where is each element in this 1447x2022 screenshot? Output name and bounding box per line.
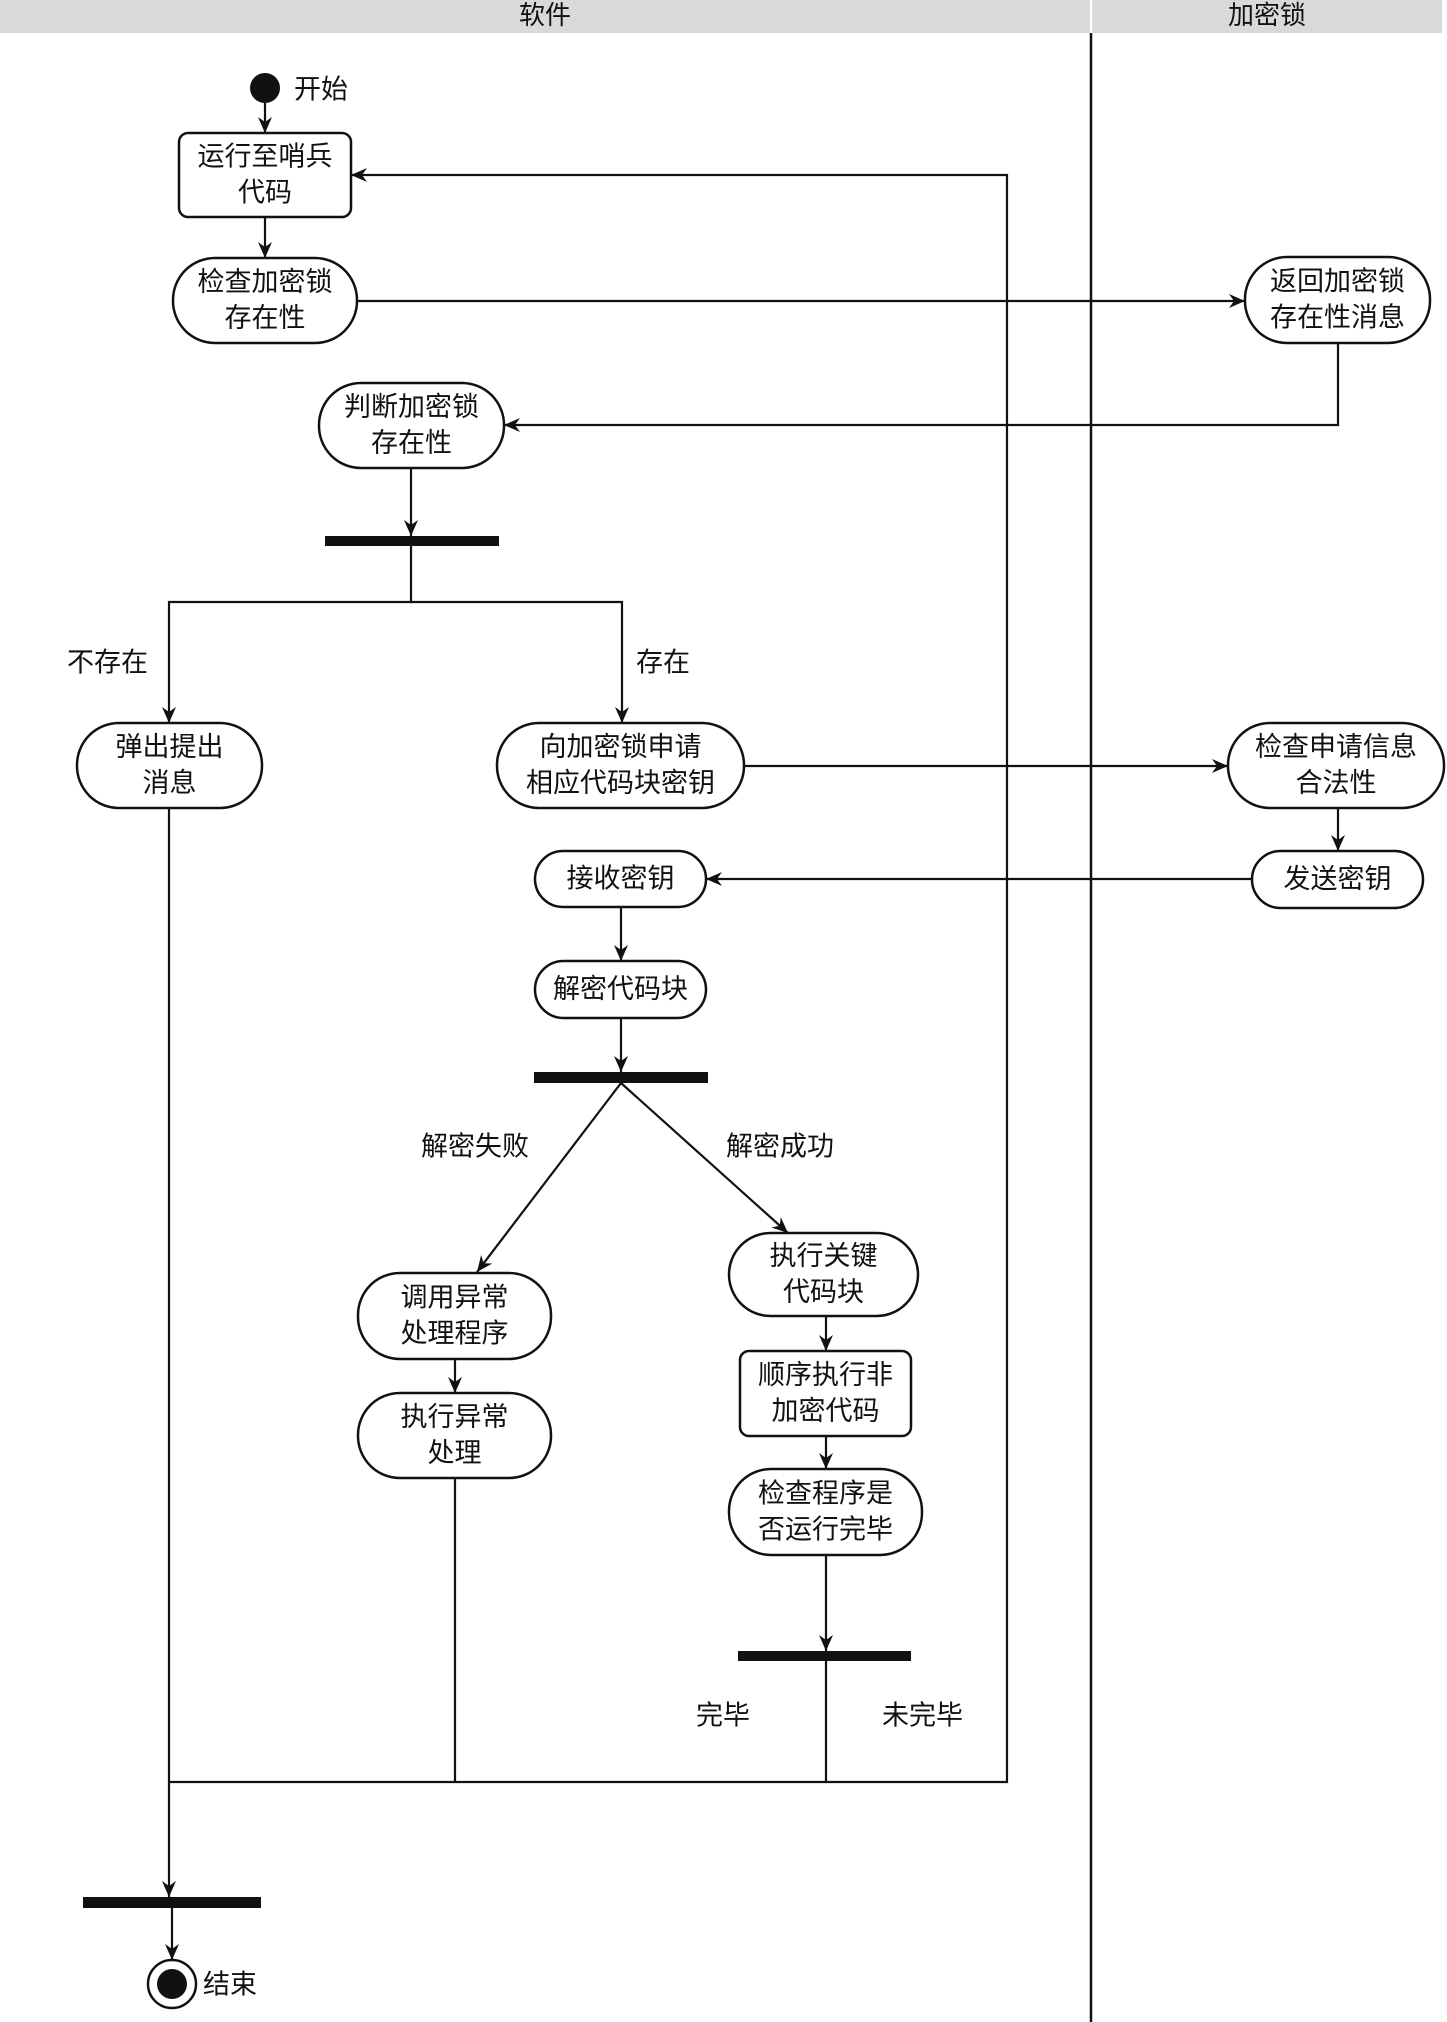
node-label-line: 调用异常 bbox=[401, 1283, 509, 1314]
node-label-line: 存在性 bbox=[225, 303, 306, 334]
node-label-line: 存在性消息 bbox=[1270, 303, 1405, 334]
node-label-line: 发送密钥 bbox=[1284, 864, 1392, 895]
activity-rect-shape bbox=[177, 131, 353, 219]
node-label-line: 运行至哨兵 bbox=[198, 142, 333, 173]
node-label-line: 执行关键 bbox=[770, 1241, 878, 1272]
node-label-line: 处理 bbox=[428, 1438, 482, 1469]
flow-decrypt-ok bbox=[620, 1082, 789, 1234]
flow-merge-and-loop-back bbox=[169, 168, 1009, 1784]
fork-bar-completion bbox=[738, 1651, 911, 1661]
activity-pill-shape bbox=[533, 849, 708, 909]
flow-fork-not-exist bbox=[162, 546, 413, 723]
node-label-line: 判断加密锁 bbox=[344, 392, 479, 423]
node-label-line: 代码块 bbox=[783, 1277, 864, 1308]
activity-pill-shape bbox=[1226, 721, 1446, 810]
node-label-line: 向加密锁申请 bbox=[540, 732, 702, 763]
node-label-line: 执行异常 bbox=[401, 1402, 509, 1433]
activity-node-decrypt-block: 解密代码块 bbox=[533, 959, 708, 1020]
activity-pill-shape bbox=[533, 959, 708, 1020]
start-node-icon bbox=[250, 73, 280, 103]
flow-fork-exist bbox=[411, 600, 629, 723]
activity-pill-shape bbox=[356, 1271, 553, 1361]
node-label-line: 加密代码 bbox=[772, 1396, 880, 1427]
node-label-line: 代码 bbox=[238, 178, 292, 209]
guard-decrypt-fail: 解密失败 bbox=[421, 1132, 529, 1163]
activity-pill-shape bbox=[171, 256, 359, 345]
activity-pill-shape bbox=[727, 1467, 924, 1557]
start-label: 开始 bbox=[294, 75, 348, 106]
node-label-line: 弹出提出 bbox=[116, 732, 224, 763]
guard-not-done: 未完毕 bbox=[882, 1701, 963, 1732]
flow-return-to-judge bbox=[504, 343, 1340, 432]
activity-pill-shape bbox=[727, 1231, 920, 1318]
node-label-line: 检查申请信息 bbox=[1255, 732, 1417, 763]
lane-header-software: 软件 bbox=[0, 0, 1090, 33]
node-label-line: 处理程序 bbox=[401, 1319, 509, 1350]
node-label-line: 检查加密锁 bbox=[198, 267, 333, 298]
end-node-core bbox=[157, 1969, 187, 1999]
guard-decrypt-ok: 解密成功 bbox=[726, 1132, 834, 1163]
guard-done: 完毕 bbox=[696, 1701, 750, 1732]
guard-exist: 存在 bbox=[636, 648, 690, 679]
node-label-line: 顺序执行非 bbox=[758, 1360, 893, 1391]
activity-node-send-key: 发送密钥 bbox=[1250, 849, 1425, 910]
flow-decrypt-fail bbox=[476, 1082, 622, 1273]
node-label-line: 检查程序是 bbox=[758, 1479, 893, 1510]
lane-title-software: 软件 bbox=[518, 1, 571, 31]
end-label: 结束 bbox=[203, 1970, 257, 2001]
activity-pill-shape bbox=[317, 381, 506, 470]
activity-pill-shape bbox=[1250, 849, 1425, 910]
activity-pill-shape bbox=[1243, 255, 1432, 345]
node-label-line: 合法性 bbox=[1296, 768, 1377, 799]
node-label-line: 消息 bbox=[143, 768, 197, 799]
activity-pill-shape bbox=[495, 721, 746, 810]
activity-rect-shape bbox=[738, 1349, 913, 1438]
guard-not-exist: 不存在 bbox=[67, 648, 148, 679]
fork-bar-decrypt-result bbox=[534, 1072, 708, 1083]
activity-pill-shape bbox=[356, 1391, 553, 1480]
activity-node-receive-key: 接收密钥 bbox=[533, 849, 708, 909]
node-label-line: 否运行完毕 bbox=[758, 1515, 893, 1546]
node-label-line: 存在性 bbox=[371, 428, 452, 459]
activity-pill-shape bbox=[75, 721, 264, 810]
join-bar-end bbox=[83, 1897, 261, 1908]
node-label-line: 返回加密锁 bbox=[1270, 267, 1405, 298]
node-label-line: 相应代码块密钥 bbox=[526, 768, 715, 799]
lane-title-dongle: 加密锁 bbox=[1227, 1, 1306, 31]
fork-bar-dongle-check bbox=[325, 536, 499, 546]
node-label-line: 接收密钥 bbox=[567, 864, 675, 895]
lane-header-dongle: 加密锁 bbox=[1092, 0, 1442, 33]
node-label-line: 解密代码块 bbox=[553, 974, 688, 1005]
